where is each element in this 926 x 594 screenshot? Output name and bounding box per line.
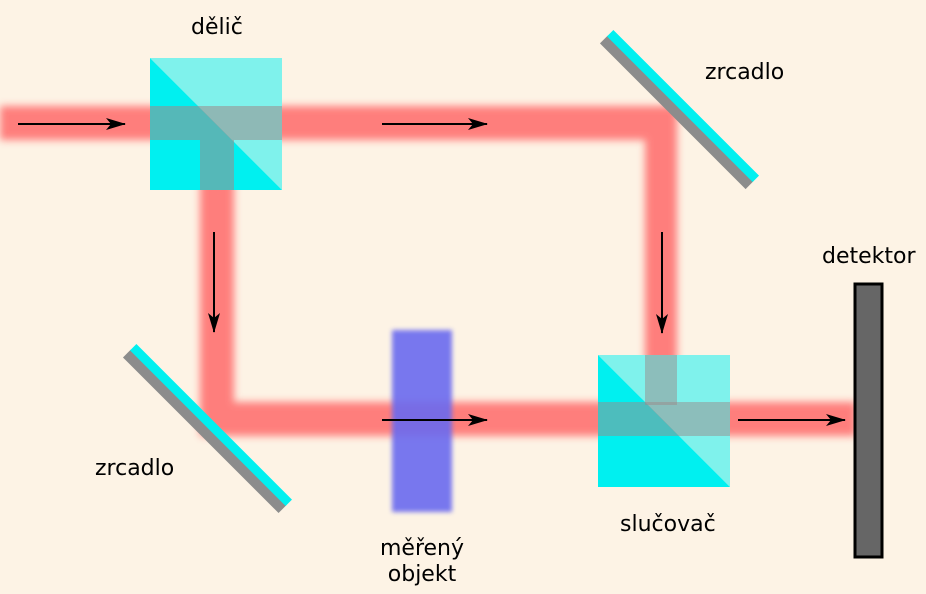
beam-splitter <box>150 58 282 190</box>
label-detector: detektor <box>822 244 916 269</box>
label-mirror-bottom: zrcadlo <box>95 456 175 481</box>
splitter-beam-overlap <box>150 106 282 140</box>
mirror-bottom <box>122 344 292 514</box>
mirror-top <box>599 29 760 190</box>
label-measured-object: měřený objekt <box>362 536 482 588</box>
detector <box>853 282 884 559</box>
label-object-line2: objekt <box>387 562 457 587</box>
label-splitter: dělič <box>191 15 243 40</box>
direction-arrows <box>18 118 846 426</box>
label-combiner: slučovač <box>620 512 716 537</box>
splitter-beam-overlap-down <box>200 140 234 190</box>
combiner-beam-overlap-down <box>645 355 677 405</box>
label-mirror-top: zrcadlo <box>705 60 785 85</box>
beam-combiner <box>598 355 730 487</box>
label-object-line1: měřený <box>379 536 465 561</box>
combiner-beam-overlap <box>598 402 730 436</box>
